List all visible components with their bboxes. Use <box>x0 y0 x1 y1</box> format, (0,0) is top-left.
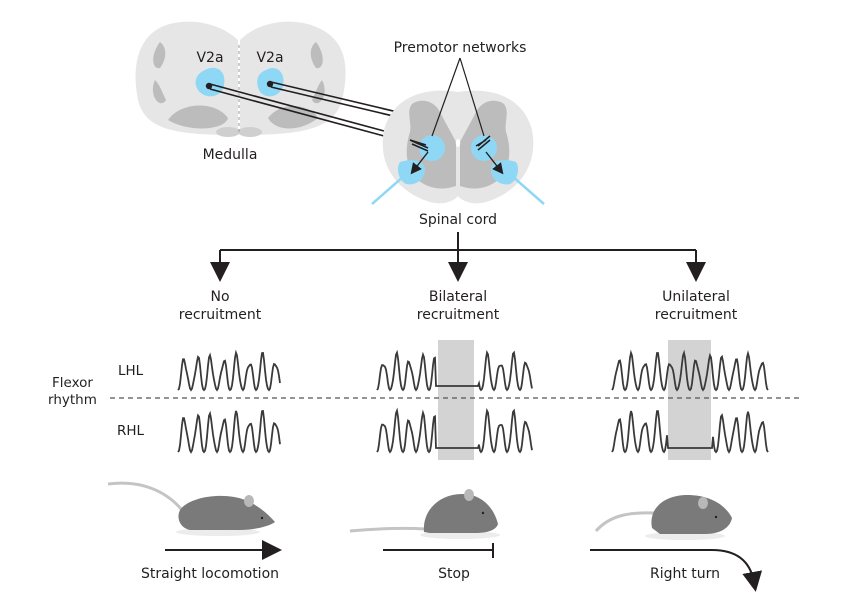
outcome-label-straight: Straight locomotion <box>141 566 279 582</box>
mouse-turn-tail <box>594 511 656 533</box>
trace-unilateral-lhl <box>611 349 769 392</box>
v2a-left-soma <box>205 82 213 90</box>
outcome-labels: Straight locomotion Stop Right turn <box>141 566 720 582</box>
medulla-bottom-nucleus-left <box>216 127 240 137</box>
mouse-straight <box>107 481 275 536</box>
premotor-pointer-left <box>431 57 461 137</box>
mouse-turn <box>594 494 732 540</box>
curved-right-arrow <box>590 549 763 592</box>
branch-label-bilateral-line1: Bilateral <box>429 289 487 305</box>
synapse-left <box>409 139 429 152</box>
mouse-stop-eye <box>481 511 485 515</box>
rhythm-section: Flexor rhythm LHL RHL <box>48 340 800 460</box>
trace-no-recruitment-rhl <box>177 409 281 454</box>
motor-root-left <box>371 175 405 205</box>
shade-bilateral <box>438 340 474 460</box>
spinal-cord: Premotor networks Spinal cord <box>371 40 545 228</box>
mouse-turn-body <box>651 494 732 534</box>
axon-left-a <box>209 83 411 139</box>
medulla-label: Medulla <box>203 147 258 163</box>
branch-arrows <box>210 232 706 282</box>
mouse-straight-tail <box>107 481 184 511</box>
branch-labels: No recruitment Bilateral recruitment Uni… <box>179 289 738 323</box>
v2a-right-soma <box>266 80 274 88</box>
v2a-left-nucleus <box>195 67 225 97</box>
medulla-left-tract-1 <box>153 42 166 69</box>
branch-label-unilateral-line2: recruitment <box>655 307 738 323</box>
trace-group <box>177 349 769 454</box>
motor-root-right <box>511 175 545 205</box>
premotor-to-motor-left-arrow <box>410 151 429 175</box>
medulla-left-pyramid <box>168 105 228 129</box>
rhl-label: RHL <box>117 423 145 439</box>
medulla-right-pyramid <box>268 105 318 129</box>
branch-label-unilateral-line1: Unilateral <box>662 289 730 305</box>
trace-bilateral-rhl <box>376 407 533 454</box>
central-canal <box>455 139 461 147</box>
medulla: V2a V2a Medulla <box>135 21 346 163</box>
trace-no-recruitment-lhl <box>177 349 281 392</box>
trace-bilateral-lhl <box>376 349 533 392</box>
rhythm-label: rhythm <box>48 392 97 408</box>
mouse-straight-ear <box>244 495 254 507</box>
mouse-turn-ear <box>698 497 708 509</box>
axon-left-b <box>209 88 411 144</box>
v2a-left-label: V2a <box>196 50 223 66</box>
medulla-right-tract-1 <box>310 42 323 69</box>
mouse-stop-body <box>423 494 498 533</box>
mouse-stop-ear <box>464 489 474 501</box>
premotor-pointer-right <box>459 57 485 137</box>
premotor-networks-label: Premotor networks <box>394 40 527 56</box>
medulla-left-tract-2 <box>152 80 166 104</box>
trace-unilateral-rhl <box>611 410 769 454</box>
spinal-cord-label: Spinal cord <box>419 212 497 228</box>
mouse-straight-eye <box>260 516 264 520</box>
premotor-to-motor-right-arrow <box>485 151 504 175</box>
lhl-label: LHL <box>118 363 144 379</box>
branch-label-no-line1: No <box>210 289 229 305</box>
mouse-stop <box>349 489 500 539</box>
v2a-right-label: V2a <box>256 50 283 66</box>
outcome-arrows <box>165 540 763 592</box>
outcome-label-right-turn: Right turn <box>650 566 720 582</box>
flexor-label: Flexor <box>52 375 93 391</box>
mouse-turn-eye <box>714 515 718 519</box>
branch-label-no-line2: recruitment <box>179 307 262 323</box>
shade-unilateral <box>668 340 711 460</box>
synapse-right <box>475 135 491 151</box>
mouse-stop-tail <box>349 526 426 533</box>
outcome-label-stop: Stop <box>438 566 470 582</box>
premotor-right-nucleus <box>471 135 497 161</box>
branch-label-bilateral-line2: recruitment <box>417 307 500 323</box>
mouse-straight-body <box>178 495 275 530</box>
medulla-bottom-nucleus-right <box>238 127 262 137</box>
